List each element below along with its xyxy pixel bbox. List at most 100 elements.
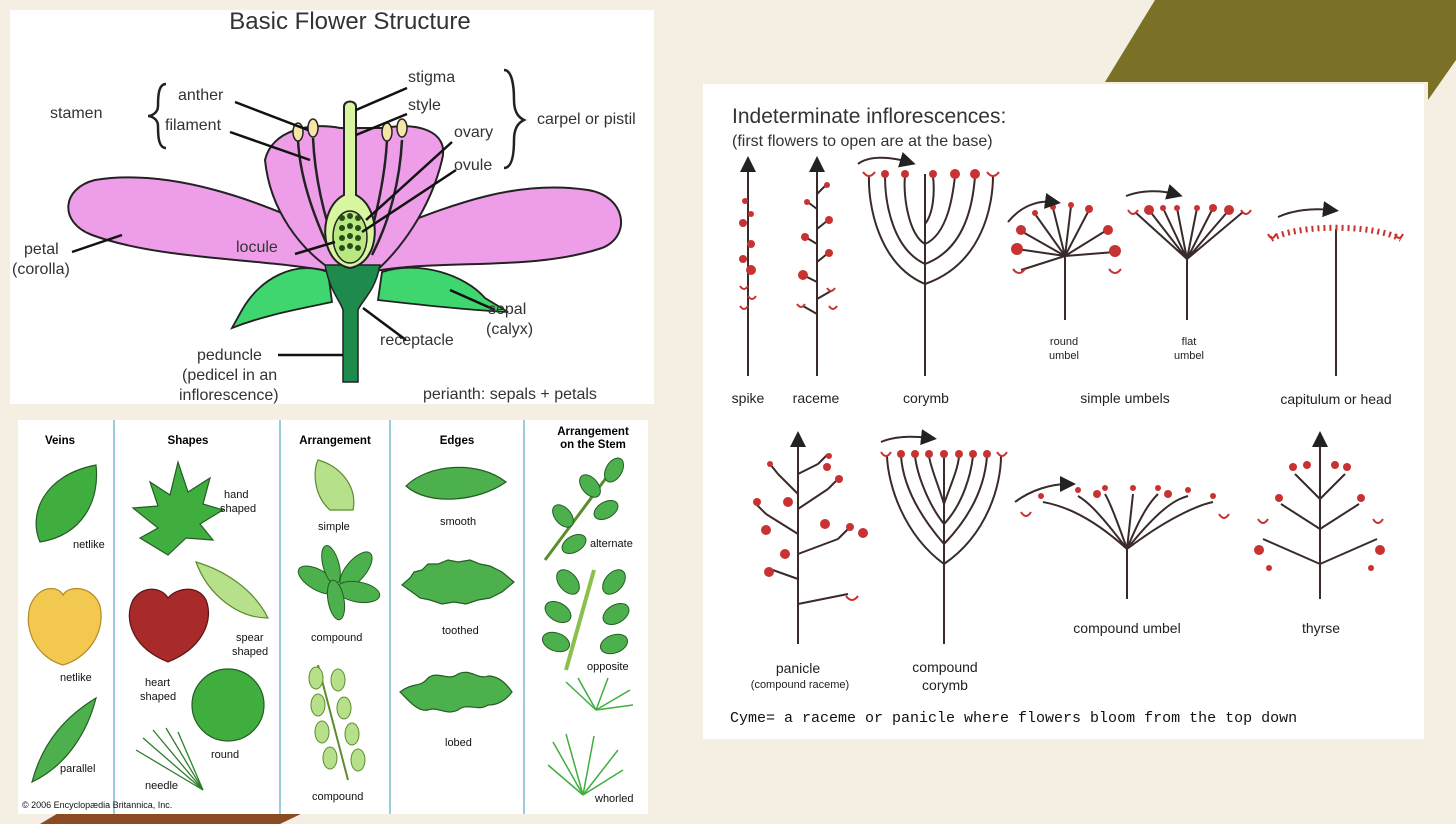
stem-alternate: alternate: [590, 538, 633, 550]
shapes-spear-1: spear: [236, 632, 264, 644]
sepal-label: sepal: [488, 301, 526, 318]
style-label: style: [408, 97, 441, 114]
infl-title: Indeterminate inflorescences:: [732, 105, 1006, 128]
hand-shaped-leaf-icon: [131, 459, 225, 556]
lobed-leaf-icon: [399, 671, 513, 713]
peduncle-label: peduncle: [197, 347, 262, 364]
stem-whorled: whorled: [594, 793, 634, 805]
round-leaf-icon: [191, 668, 265, 742]
shapes-hand-1: hand: [224, 489, 248, 501]
label-compound-raceme: (compound raceme): [751, 679, 849, 691]
stamen-brace: [147, 82, 167, 150]
veins-label-1: netlike: [73, 539, 105, 551]
stigma-label: stigma: [408, 69, 455, 86]
header-arrangement: Arrangement: [299, 435, 371, 447]
copyright-text: © 2006 Encyclopædia Britannica, Inc.: [22, 800, 172, 810]
receptacle-label: receptacle: [380, 332, 454, 349]
shapes-heart-2: shaped: [140, 691, 176, 703]
label-corymb-2: corymb: [922, 677, 968, 693]
netlike-leaf-icon: [35, 464, 98, 543]
label-corymb: corymb: [903, 390, 949, 406]
corymb-diagram: [857, 152, 1000, 376]
label-simple-umbels: simple umbels: [1080, 390, 1169, 406]
label-flat-umbel: umbel: [1174, 350, 1204, 362]
spike-diagram: [739, 156, 757, 376]
corolla-label: (corolla): [12, 261, 70, 278]
shapes-hand-2: shaped: [220, 503, 256, 515]
flower-diagram: Basic Flower Structure: [12, 8, 636, 404]
arr-compound-2: compound: [312, 791, 363, 803]
edges-smooth: smooth: [440, 516, 476, 528]
perianth-label: perianth: sepals + petals: [423, 386, 597, 403]
arr-compound-1: compound: [311, 632, 362, 644]
header-edges: Edges: [440, 435, 475, 447]
label-raceme: raceme: [793, 390, 840, 406]
infl-subtitle: (first flowers to open are at the base): [732, 133, 993, 150]
calyx-label: (calyx): [486, 321, 533, 338]
filament-label: filament: [165, 117, 222, 134]
needle-leaf-icon: [135, 727, 204, 791]
edges-lobed: lobed: [445, 737, 472, 749]
header-stem-2: on the Stem: [560, 439, 626, 451]
header-stem-1: Arrangement: [557, 426, 629, 438]
compound-pinnate-leaf-icon: [308, 664, 366, 781]
panicle-diagram: [753, 431, 868, 644]
leaf-chart: Veins Shapes Arrangement Edges Arrangeme…: [22, 420, 634, 814]
flat-umbel-diagram: [1125, 184, 1252, 320]
toothed-leaf-icon: [401, 559, 515, 605]
whorled-stem-icon: [547, 677, 634, 796]
compound-palmate-leaf-icon: [297, 545, 381, 621]
parallel-leaf-icon: [31, 696, 97, 784]
ovule-label: ovule: [454, 157, 492, 174]
veins-label-3: parallel: [60, 763, 95, 775]
leaf-types-panel: Veins Shapes Arrangement Edges Arrangeme…: [18, 420, 648, 814]
petal-label: petal: [24, 241, 59, 258]
veins-label-2: netlike: [60, 672, 92, 684]
spear-leaf-icon: [195, 561, 269, 619]
inflorescence-panel: Indeterminate inflorescences: (first flo…: [703, 84, 1424, 739]
compound-corymb-diagram: [880, 429, 1008, 644]
ovary-label: ovary: [454, 124, 493, 141]
yellow-netlike-leaf-icon: [27, 587, 102, 666]
label-compound: compound: [912, 659, 977, 675]
round-umbel-diagram: [1007, 193, 1122, 320]
olive-corner-shape: [1105, 0, 1456, 100]
smooth-leaf-icon: [405, 466, 508, 500]
label-panicle: panicle: [776, 660, 821, 676]
left-petal: [67, 176, 337, 274]
arr-simple: simple: [318, 521, 350, 533]
alternate-stem-icon: [543, 457, 624, 561]
label-flat: flat: [1182, 336, 1197, 348]
right-petal: [368, 186, 622, 274]
column-dividers: [113, 420, 525, 814]
shapes-heart-1: heart: [145, 677, 170, 689]
raceme-diagram: [796, 156, 838, 376]
carpel-brace: [503, 68, 527, 170]
shapes-needle: needle: [145, 780, 178, 792]
inflorescence-label: inflorescence): [179, 387, 279, 404]
inflorescence-diagram: Indeterminate inflorescences: (first flo…: [730, 105, 1404, 727]
anther-label: anther: [178, 87, 224, 104]
receptacle: [324, 264, 381, 383]
ovules: [339, 213, 361, 251]
simple-leaf-icon: [314, 459, 355, 511]
capitulum-diagram: [1267, 201, 1404, 376]
label-round-umbel: umbel: [1049, 350, 1079, 362]
shapes-round: round: [211, 749, 239, 761]
brown-corner-shape: [40, 812, 305, 824]
compound-umbel-diagram: [1014, 476, 1230, 599]
opposite-stem-icon: [541, 569, 630, 671]
header-veins: Veins: [45, 435, 75, 447]
cyme-note: Cyme= a raceme or panicle where flowers …: [730, 710, 1297, 727]
stamen-label: stamen: [50, 105, 102, 122]
leader-lines: [71, 86, 496, 357]
label-round: round: [1050, 336, 1078, 348]
heart-leaf-icon: [128, 588, 210, 663]
label-compound-umbel: compound umbel: [1073, 620, 1180, 636]
shapes-spear-2: shaped: [232, 646, 268, 658]
label-spike: spike: [732, 390, 765, 406]
flower-structure-panel: Basic Flower Structure: [10, 8, 654, 404]
label-capitulum: capitulum or head: [1280, 391, 1391, 407]
header-shapes: Shapes: [168, 435, 209, 447]
carpel-label: carpel or pistil: [537, 111, 636, 128]
